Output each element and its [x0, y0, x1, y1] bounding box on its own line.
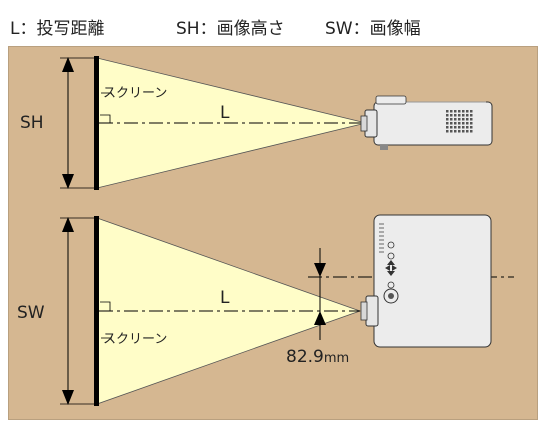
- sw-label: SW: [17, 303, 45, 323]
- sh-label: SH: [20, 113, 44, 133]
- screen-label-side: スクリーン: [103, 86, 167, 101]
- screen-label-top: スクリーン: [103, 332, 167, 347]
- vent-grille: [446, 110, 473, 133]
- top-view: SW スクリーン L 82.9mm: [17, 214, 514, 406]
- projector-top-view: [360, 214, 492, 348]
- offset-arrow-upper: [314, 263, 326, 277]
- side-view: SH スクリーン L: [20, 56, 493, 190]
- projector-side-view: [360, 95, 493, 150]
- sh-arrow-bottom: [62, 174, 74, 189]
- distance-label-side: L: [220, 103, 230, 123]
- legend-throw-distance: L：投写距離: [10, 19, 105, 39]
- distance-label-top: L: [220, 288, 230, 308]
- sw-arrow-bottom: [62, 390, 74, 405]
- offset-value: 82.9mm: [286, 347, 349, 367]
- legend-image-height: SH：画像高さ: [176, 19, 285, 39]
- sh-arrow-top: [62, 57, 74, 72]
- side-vents: [379, 223, 384, 253]
- sw-arrow-top: [62, 217, 74, 232]
- screen-top: [94, 216, 99, 406]
- screen-side: [94, 56, 99, 190]
- legend-image-width: SW：画像幅: [325, 19, 421, 39]
- legend: L：投写距離 SH：画像高さ SW：画像幅: [0, 0, 545, 46]
- offset-arrow-lower: [314, 311, 326, 325]
- control-panel: [383, 241, 399, 304]
